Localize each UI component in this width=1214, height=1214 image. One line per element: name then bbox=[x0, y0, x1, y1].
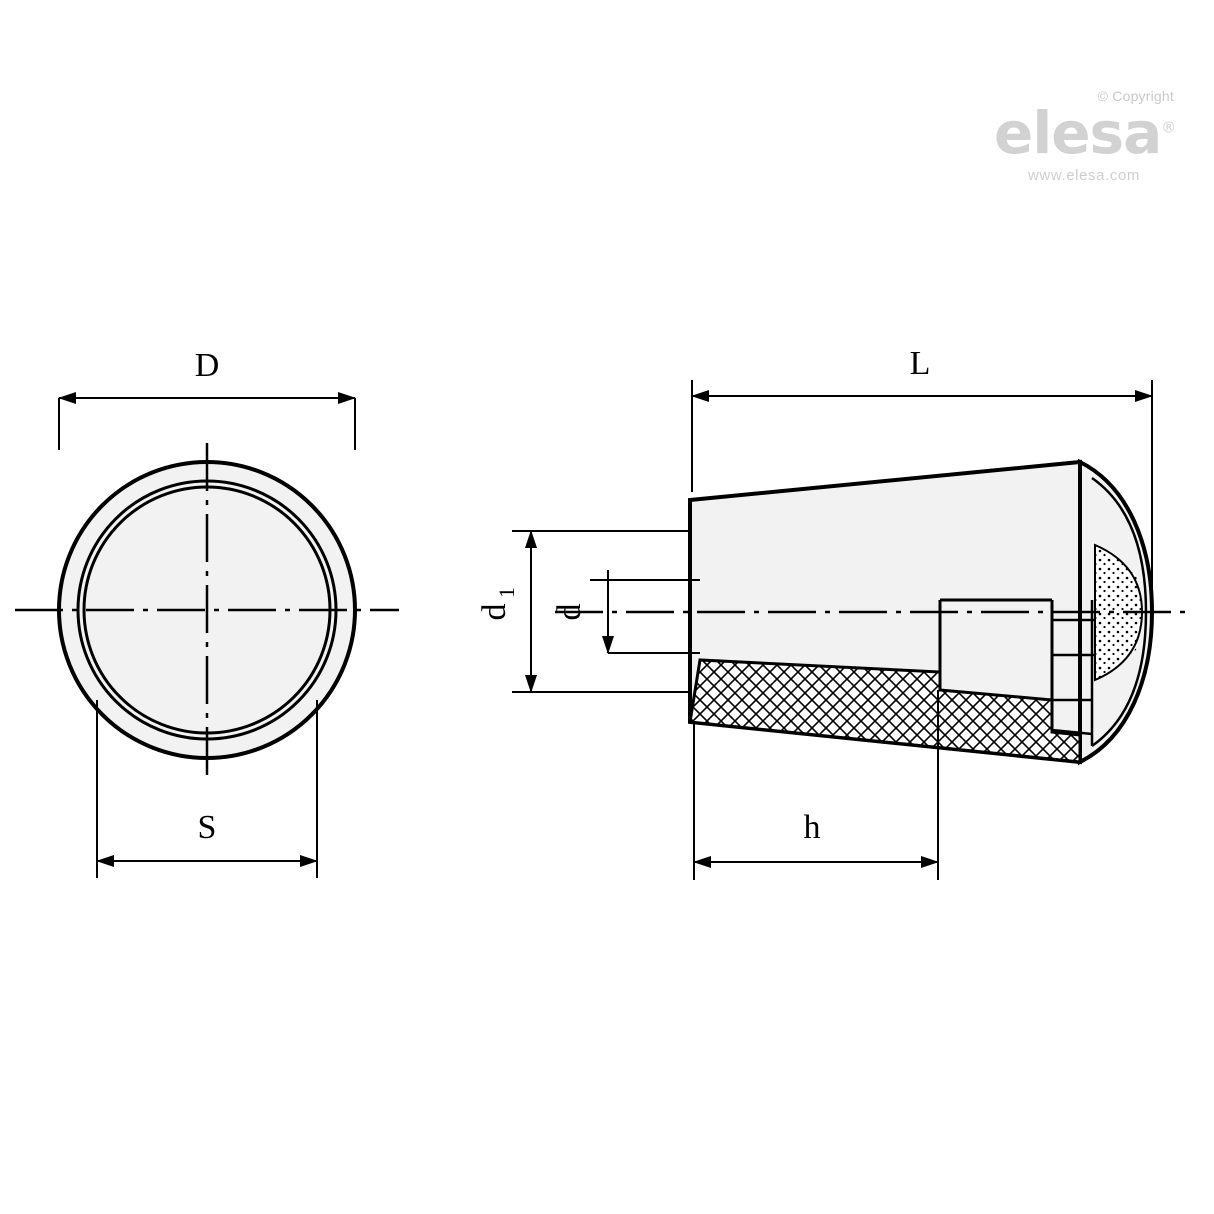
elesa-logo: elesa® bbox=[994, 104, 1176, 162]
dimension-h: h bbox=[693, 690, 939, 880]
dimension-d1-label-base: d bbox=[476, 604, 513, 621]
dimension-d1: d 1 bbox=[476, 530, 690, 693]
elesa-logo-text: elesa bbox=[994, 99, 1162, 167]
dimension-L: L bbox=[691, 345, 1153, 600]
dimension-d-label: d bbox=[551, 604, 588, 621]
bore-detail-4 bbox=[1051, 728, 1093, 736]
front-view: D S bbox=[15, 347, 399, 878]
elesa-watermark: © Copyright elesa® www.elesa.com bbox=[994, 88, 1176, 185]
elesa-url: www.elesa.com bbox=[1027, 167, 1140, 185]
dimension-d1-label-sub: 1 bbox=[494, 587, 519, 598]
dimension-D: D bbox=[58, 347, 356, 450]
registered-mark: ® bbox=[1161, 118, 1176, 137]
dimension-h-label: h bbox=[804, 809, 821, 846]
dimension-d: d bbox=[551, 570, 700, 654]
copyright-text: © Copyright bbox=[1097, 88, 1174, 104]
dimension-D-label: D bbox=[195, 347, 220, 384]
section-view: L d 1 d bbox=[476, 345, 1190, 880]
dimension-S-label: S bbox=[198, 809, 217, 846]
dimension-d1-label: d 1 bbox=[476, 587, 519, 621]
dimension-L-label: L bbox=[910, 345, 931, 382]
dimension-S: S bbox=[96, 700, 318, 878]
